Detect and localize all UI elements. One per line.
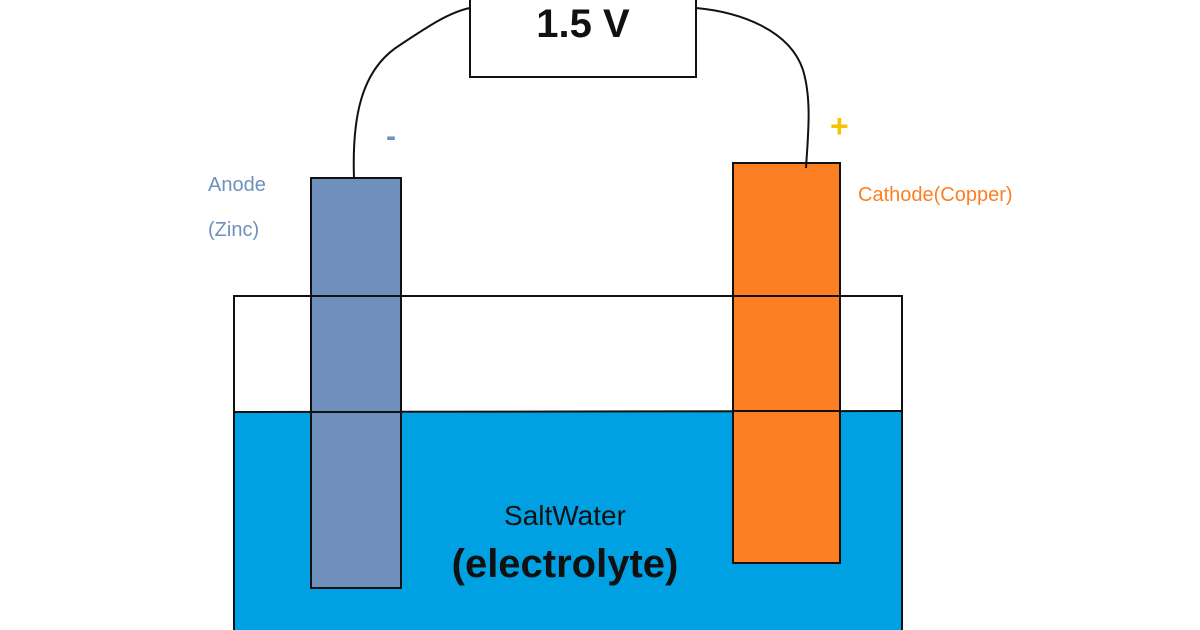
cathode-label: Cathode(Copper) bbox=[858, 184, 1013, 206]
container-outline bbox=[233, 295, 903, 630]
voltmeter-box bbox=[469, 0, 697, 78]
voltage-reading: 1.5 V bbox=[536, 2, 630, 46]
anode-wire bbox=[352, 7, 471, 179]
cathode-electrode bbox=[732, 162, 841, 564]
anode-label: Anode bbox=[208, 174, 266, 196]
positive-terminal-sign: + bbox=[830, 108, 849, 144]
anode-electrode bbox=[310, 177, 402, 589]
cathode-wire bbox=[695, 7, 810, 169]
electrolyte-description: (electrolyte) bbox=[451, 542, 679, 586]
anode-material-label: (Zinc) bbox=[208, 219, 260, 241]
electrolyte-label: SaltWater bbox=[504, 500, 626, 531]
negative-terminal-sign: - bbox=[386, 120, 396, 153]
